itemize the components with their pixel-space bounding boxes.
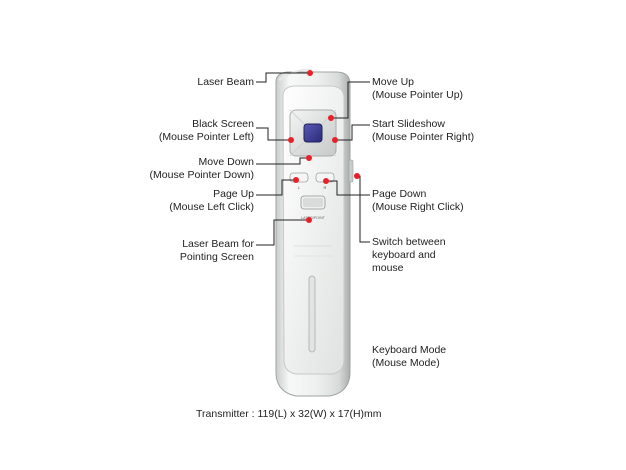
click-buttons: L R bbox=[289, 172, 335, 190]
label-switch-mode: Switch between keyboard and mouse bbox=[372, 236, 446, 274]
left-button-text: L bbox=[298, 185, 301, 190]
dot-black-screen bbox=[288, 137, 294, 143]
laser-button-group: LASER/POINT bbox=[300, 195, 326, 220]
grip-slot bbox=[308, 275, 316, 353]
dot-move-down bbox=[306, 155, 312, 161]
indicator-dots bbox=[288, 70, 360, 223]
right-button-text: R bbox=[324, 185, 327, 190]
label-move-up: Move Up (Mouse Pointer Up) bbox=[372, 76, 464, 101]
label-keyboard-mode: Keyboard Mode (Mouse Mode) bbox=[372, 344, 447, 369]
label-move-down: Move Down (Mouse Pointer Down) bbox=[149, 156, 254, 181]
label-page-up: Page Up (Mouse Left Click) bbox=[169, 188, 254, 213]
dot-start-slideshow bbox=[332, 137, 338, 143]
dot-switch bbox=[354, 173, 360, 179]
mode-switch bbox=[348, 159, 354, 183]
dimensions-caption: Transmitter : 119(L) x 32(W) x 17(H)mm bbox=[196, 408, 382, 420]
left-click-button bbox=[289, 172, 309, 183]
laser-button-text: LASER/POINT bbox=[301, 216, 326, 220]
label-start-slideshow: Start Slideshow (Mouse Pointer Right) bbox=[372, 118, 475, 143]
center-button bbox=[303, 123, 323, 143]
dot-page-up bbox=[293, 177, 299, 183]
label-laser-beam: Laser Beam bbox=[197, 76, 254, 88]
label-page-down: Page Down (Mouse Right Click) bbox=[372, 188, 464, 213]
dot-move-up bbox=[328, 115, 334, 121]
label-laser-pointing: Laser Beam for Pointing Screen bbox=[179, 238, 254, 263]
dot-laser-beam bbox=[307, 70, 313, 76]
label-black-screen: Black Screen (Mouse Pointer Left) bbox=[158, 118, 254, 143]
dot-page-down bbox=[323, 178, 329, 184]
dot-laser-pointing bbox=[306, 217, 312, 223]
